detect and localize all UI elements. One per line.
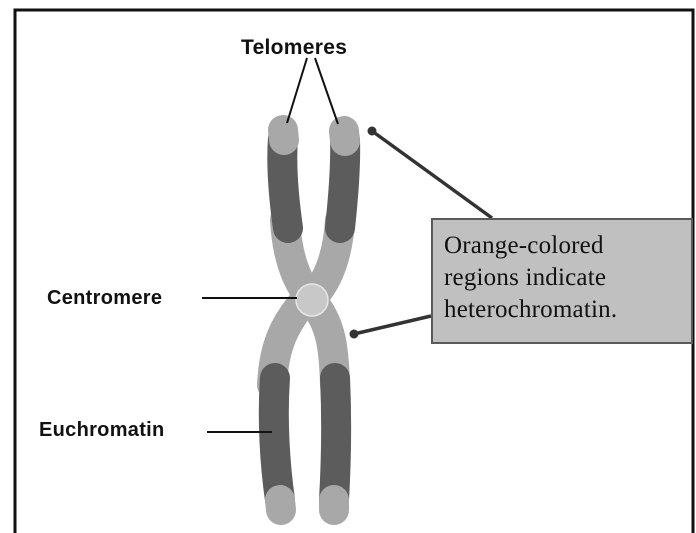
- centromere: [296, 284, 328, 316]
- callout-leader-lower: [354, 316, 431, 334]
- callout-line-1: Orange-colored: [444, 230, 691, 262]
- left-lower-euchromatin: [274, 378, 280, 500]
- right-top-telomere: [344, 131, 345, 141]
- left-top-telomere: [283, 130, 284, 140]
- callout-leader-upper-dot: [368, 127, 377, 136]
- callout-line-2: regions indicate: [444, 262, 691, 294]
- heterochromatin-callout-box: Orange-colored regions indicate heteroch…: [431, 218, 693, 344]
- centromere-label: Centromere: [47, 287, 162, 310]
- callout-line-3: heterochromatin.: [444, 294, 691, 326]
- callout-leader-upper: [372, 131, 492, 218]
- telomeres-leader-left: [287, 58, 307, 123]
- left-bottom-telomere: [280, 500, 281, 510]
- telomeres-leader-right: [315, 58, 338, 124]
- euchromatin-label: Euchromatin: [39, 419, 165, 442]
- telomeres-label: Telomeres: [241, 36, 347, 60]
- right-lower-euchromatin: [334, 378, 336, 500]
- callout-leader-lower-dot: [350, 330, 359, 339]
